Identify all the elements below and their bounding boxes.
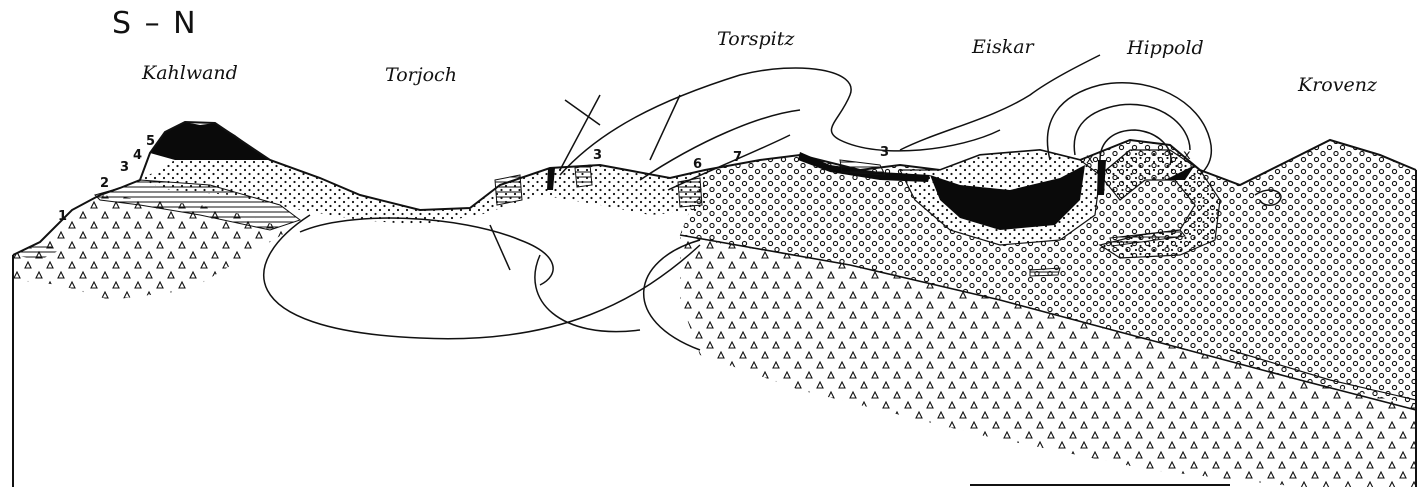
place-name-hippold: Hippold (1127, 37, 1204, 59)
place-name-krovenz: Krovenz (1298, 74, 1377, 96)
contact-mark-2: x (1183, 148, 1191, 163)
place-name-torjoch: Torjoch (385, 64, 457, 86)
unit-number-1: 1 (58, 209, 67, 224)
direction-label: S – N (112, 6, 198, 41)
contact-mark-1: x (1086, 152, 1094, 167)
unit-number-4: 4 (133, 148, 142, 163)
unit-number-3-torjoch: 3 (593, 148, 602, 163)
unit-number-5: 5 (146, 134, 155, 149)
unit-number-3: 3 (120, 160, 129, 175)
hatched-patch-ridge (840, 160, 885, 175)
place-name-eiskar: Eiskar (972, 36, 1034, 58)
hatched-patch-mid (575, 165, 592, 187)
unit-number-2: 2 (100, 176, 109, 191)
hatched-patch-6 (678, 178, 702, 207)
place-name-torspitz: Torspitz (717, 28, 794, 50)
kahlwand-black-cap (150, 122, 270, 160)
hatched-patch-left (495, 175, 522, 205)
unit-number-7: 7 (733, 150, 742, 165)
small-lens-1 (1030, 268, 1060, 276)
place-name-kahlwand: Kahlwand (142, 62, 238, 84)
unit-number-3-eiskar: 3 (880, 145, 889, 160)
unit-number-6: 6 (693, 157, 702, 172)
